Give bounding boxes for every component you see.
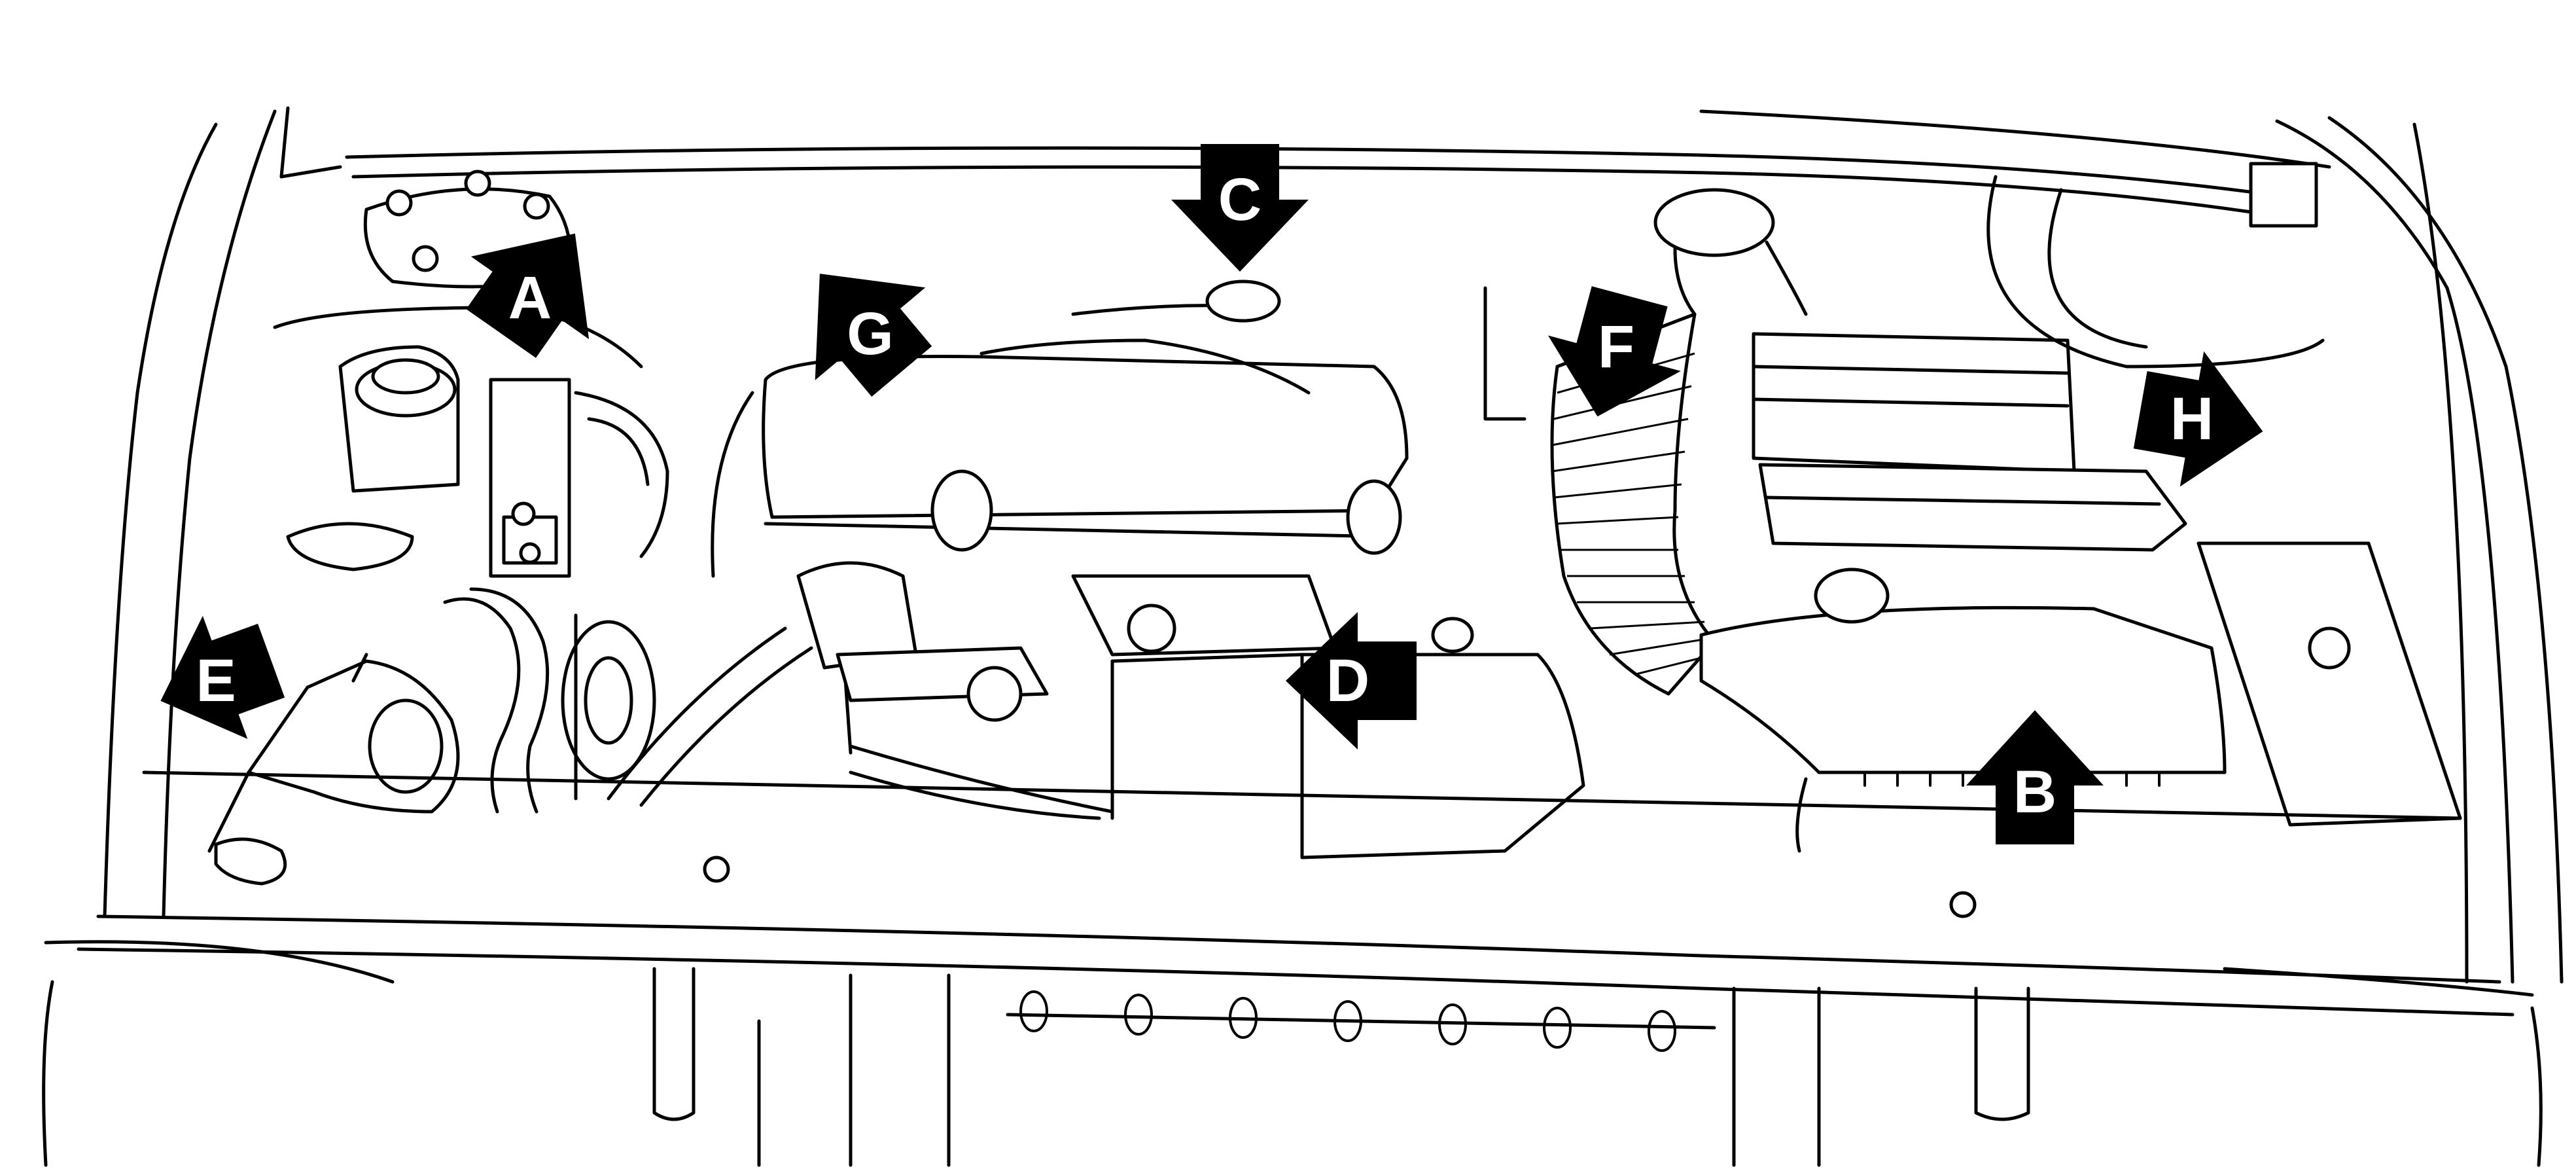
callout-b: B: [1966, 710, 2104, 844]
alternator: [561, 613, 656, 801]
callout-a-label: A: [508, 264, 552, 331]
callout-g-label: G: [847, 300, 894, 367]
brake-fluid-reservoir: [286, 345, 460, 571]
fuse-box: [489, 378, 669, 578]
strut-tower: [273, 170, 643, 369]
callout-c: C: [1171, 144, 1309, 272]
air-filter-housing: [1699, 332, 2227, 853]
callout-d-label: D: [1326, 647, 1369, 714]
callout-f: F: [1547, 286, 1681, 417]
battery-tray: [1986, 162, 2462, 827]
callout-a: A: [466, 233, 590, 358]
callout-e: E: [160, 615, 285, 739]
callout-h: H: [2133, 351, 2263, 487]
callout-f-label: F: [1598, 314, 1634, 380]
callout-g: G: [815, 274, 932, 397]
callout-c-label: C: [1218, 166, 1262, 233]
hood-outline: [103, 106, 2564, 984]
engine-cover: [711, 280, 1409, 578]
callout-h-label: H: [2170, 386, 2214, 452]
radiator-grille: [42, 967, 2543, 1167]
callout-d: D: [1286, 612, 1417, 749]
callout-b-label: B: [2013, 759, 2056, 825]
intake-manifold: [796, 561, 1337, 820]
callout-e-label: E: [196, 647, 236, 714]
